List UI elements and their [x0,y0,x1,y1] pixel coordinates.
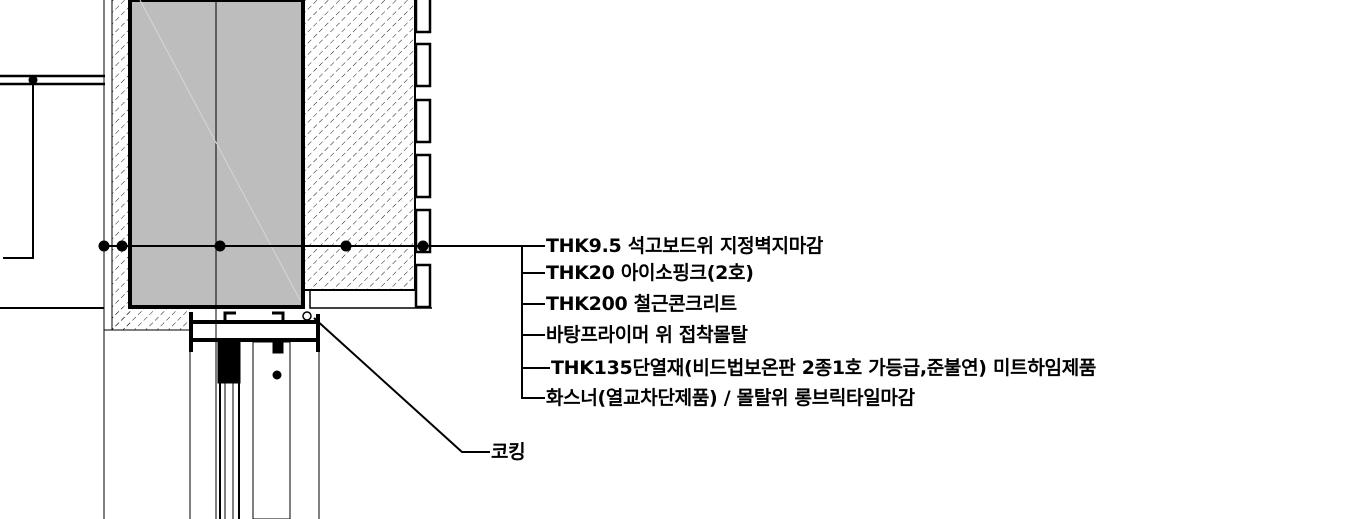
caulking-leader [313,317,490,453]
label-concrete: THK200 철근콘크리트 [546,293,737,315]
material-leader [98,240,550,399]
label-adhesive-mortar: 바탕프라이머 위 접착몰탈 [546,324,748,346]
label-isopink: THK20 아이소핑크(2호) [546,262,754,284]
window-frame [189,311,320,519]
concrete-wall [303,0,432,309]
label-fastener-tile: 화스너(열교차단제품) / 몰탈위 롱브릭타일마감 [546,387,915,409]
label-insulation: THK135단열재(비드법보온판 2종1호 가등급,준불연) 미트하임제품 [551,357,1097,379]
brick-tiles [414,0,432,309]
label-gypsum-board: THK9.5 석고보드위 지정벽지마감 [546,235,824,257]
insulation-board [128,0,305,519]
label-caulking: 코킹 [491,441,526,463]
